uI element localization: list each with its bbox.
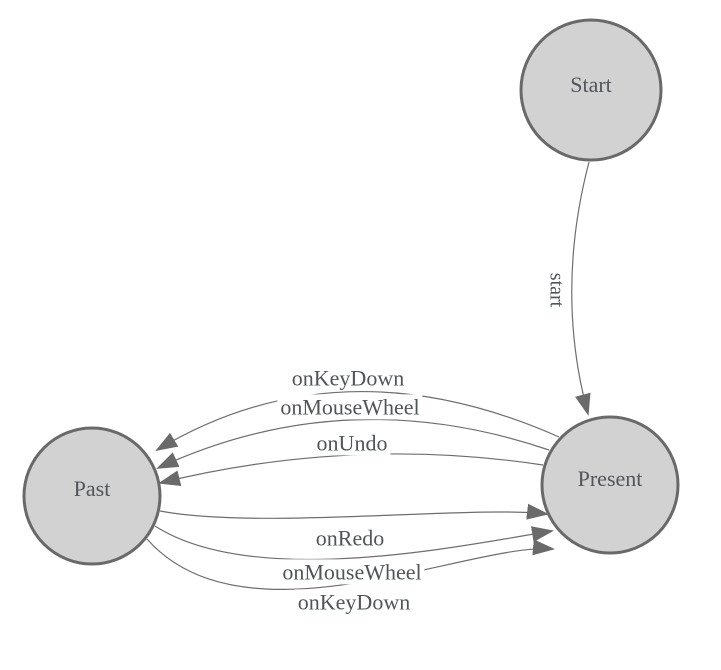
state-node-start[interactable] [519,18,663,162]
state-node-past[interactable] [22,426,162,566]
transition-label-past-to-present-onkeydown: onKeyDown [294,589,414,615]
transition-label-present-to-past-onkeydown: onKeyDown [288,365,408,391]
state-node-label-present: Present [577,466,643,491]
transition-present-to-past-onmousewheel[interactable] [156,418,550,469]
transition-label-past-to-present-onmousewheel: onMouseWheel [279,559,425,585]
transition-present-to-past-onkeydown[interactable] [155,390,560,452]
transition-label-present-to-past-onmousewheel: onMouseWheel [277,394,423,420]
transition-label-present-to-past-onundo: onUndo [313,430,391,456]
transition-past-to-present-onredo[interactable] [159,503,549,520]
transition-past-to-present-onmousewheel[interactable] [154,525,554,561]
transition-label-past-to-present-onredo: onRedo [312,525,388,551]
state-node-label-start: Start [570,72,612,97]
transition-present-to-past-onundo[interactable] [158,453,544,487]
state-node-label-past: Past [73,476,111,501]
nodes-layer [22,18,680,566]
state-node-present[interactable] [540,415,680,555]
transition-label-start-to-present: start [544,270,568,310]
transition-start-to-present[interactable] [571,161,591,416]
